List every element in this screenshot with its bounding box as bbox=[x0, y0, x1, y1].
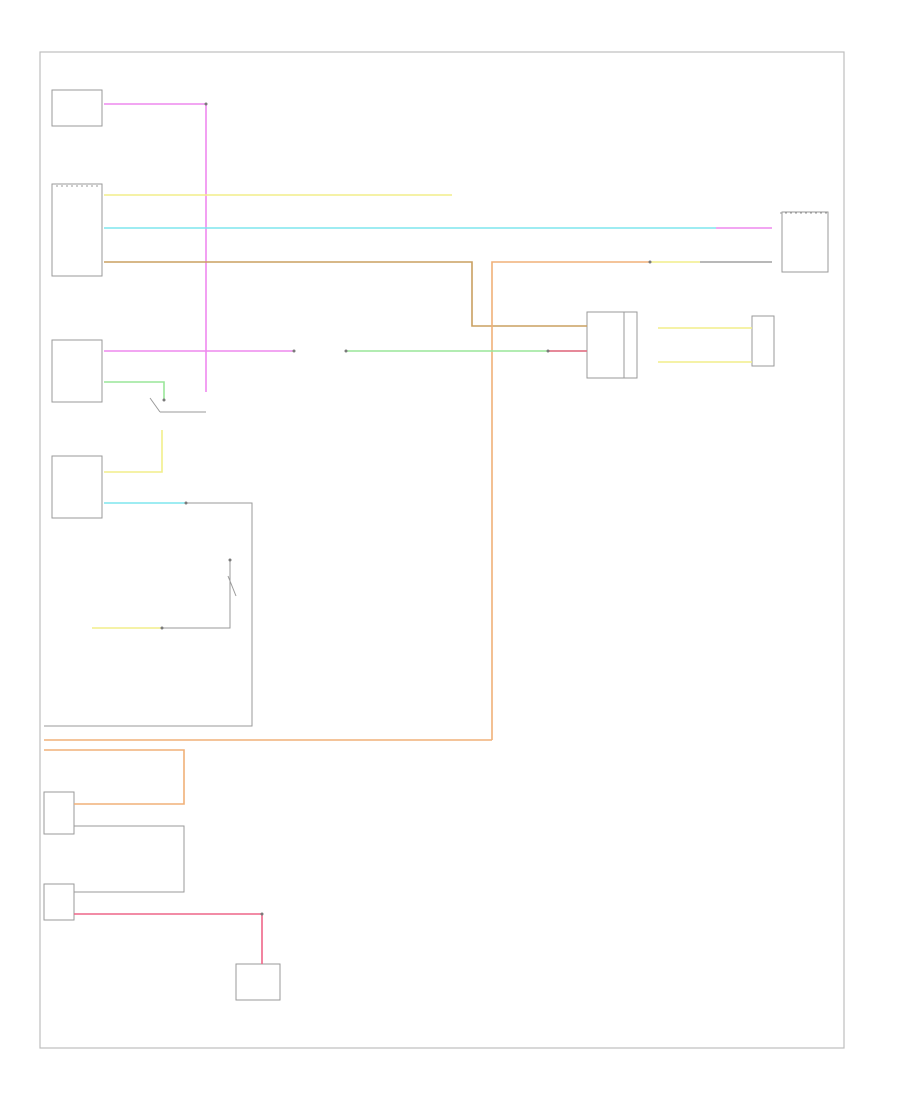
splice-dot-1 bbox=[204, 102, 208, 106]
component-box-far-right bbox=[751, 315, 775, 367]
wire-gray-2 bbox=[44, 502, 253, 727]
component-box-2 bbox=[51, 183, 103, 277]
component-box-top-right bbox=[781, 211, 829, 273]
splice-dot-5 bbox=[648, 260, 652, 264]
splice-dot-3 bbox=[292, 349, 296, 353]
splice-dot-9 bbox=[260, 912, 264, 916]
component-box-7 bbox=[235, 963, 281, 1001]
component-box-1 bbox=[51, 89, 103, 127]
wire-pink-1 bbox=[104, 103, 207, 392]
component-box-center bbox=[586, 311, 638, 379]
splice-dot-2 bbox=[344, 349, 348, 353]
wire-red-2 bbox=[74, 913, 263, 964]
wire-gray-4 bbox=[74, 825, 185, 893]
wire-yellow-5 bbox=[104, 430, 163, 473]
splice-dot-8 bbox=[160, 626, 164, 630]
wire-tan-1 bbox=[104, 261, 587, 327]
component-box-4 bbox=[51, 455, 103, 519]
wire-orange-3 bbox=[44, 749, 185, 805]
splice-dot-7 bbox=[184, 501, 188, 505]
diagram-frame bbox=[39, 51, 845, 1049]
splice-dot-4 bbox=[546, 349, 550, 353]
splice-dot-6 bbox=[162, 398, 166, 402]
component-box-3 bbox=[51, 339, 103, 403]
wire-green-2 bbox=[104, 381, 165, 400]
wire-gray-3 bbox=[162, 560, 231, 629]
splice-dot-10 bbox=[228, 558, 232, 562]
component-box-6 bbox=[43, 883, 75, 921]
wire-orange-1 bbox=[491, 261, 650, 740]
component-box-5 bbox=[43, 791, 75, 835]
switch-line-3 bbox=[227, 575, 237, 597]
switch-line-1 bbox=[149, 397, 161, 413]
